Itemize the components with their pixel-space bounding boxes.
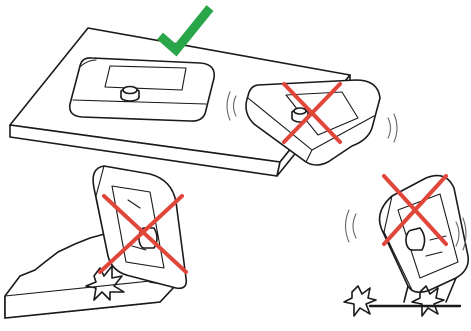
device-upright-incorrect (380, 176, 469, 302)
check-icon (160, 8, 210, 50)
device-flat-correct (70, 58, 214, 121)
impact-burst-left (344, 286, 376, 316)
